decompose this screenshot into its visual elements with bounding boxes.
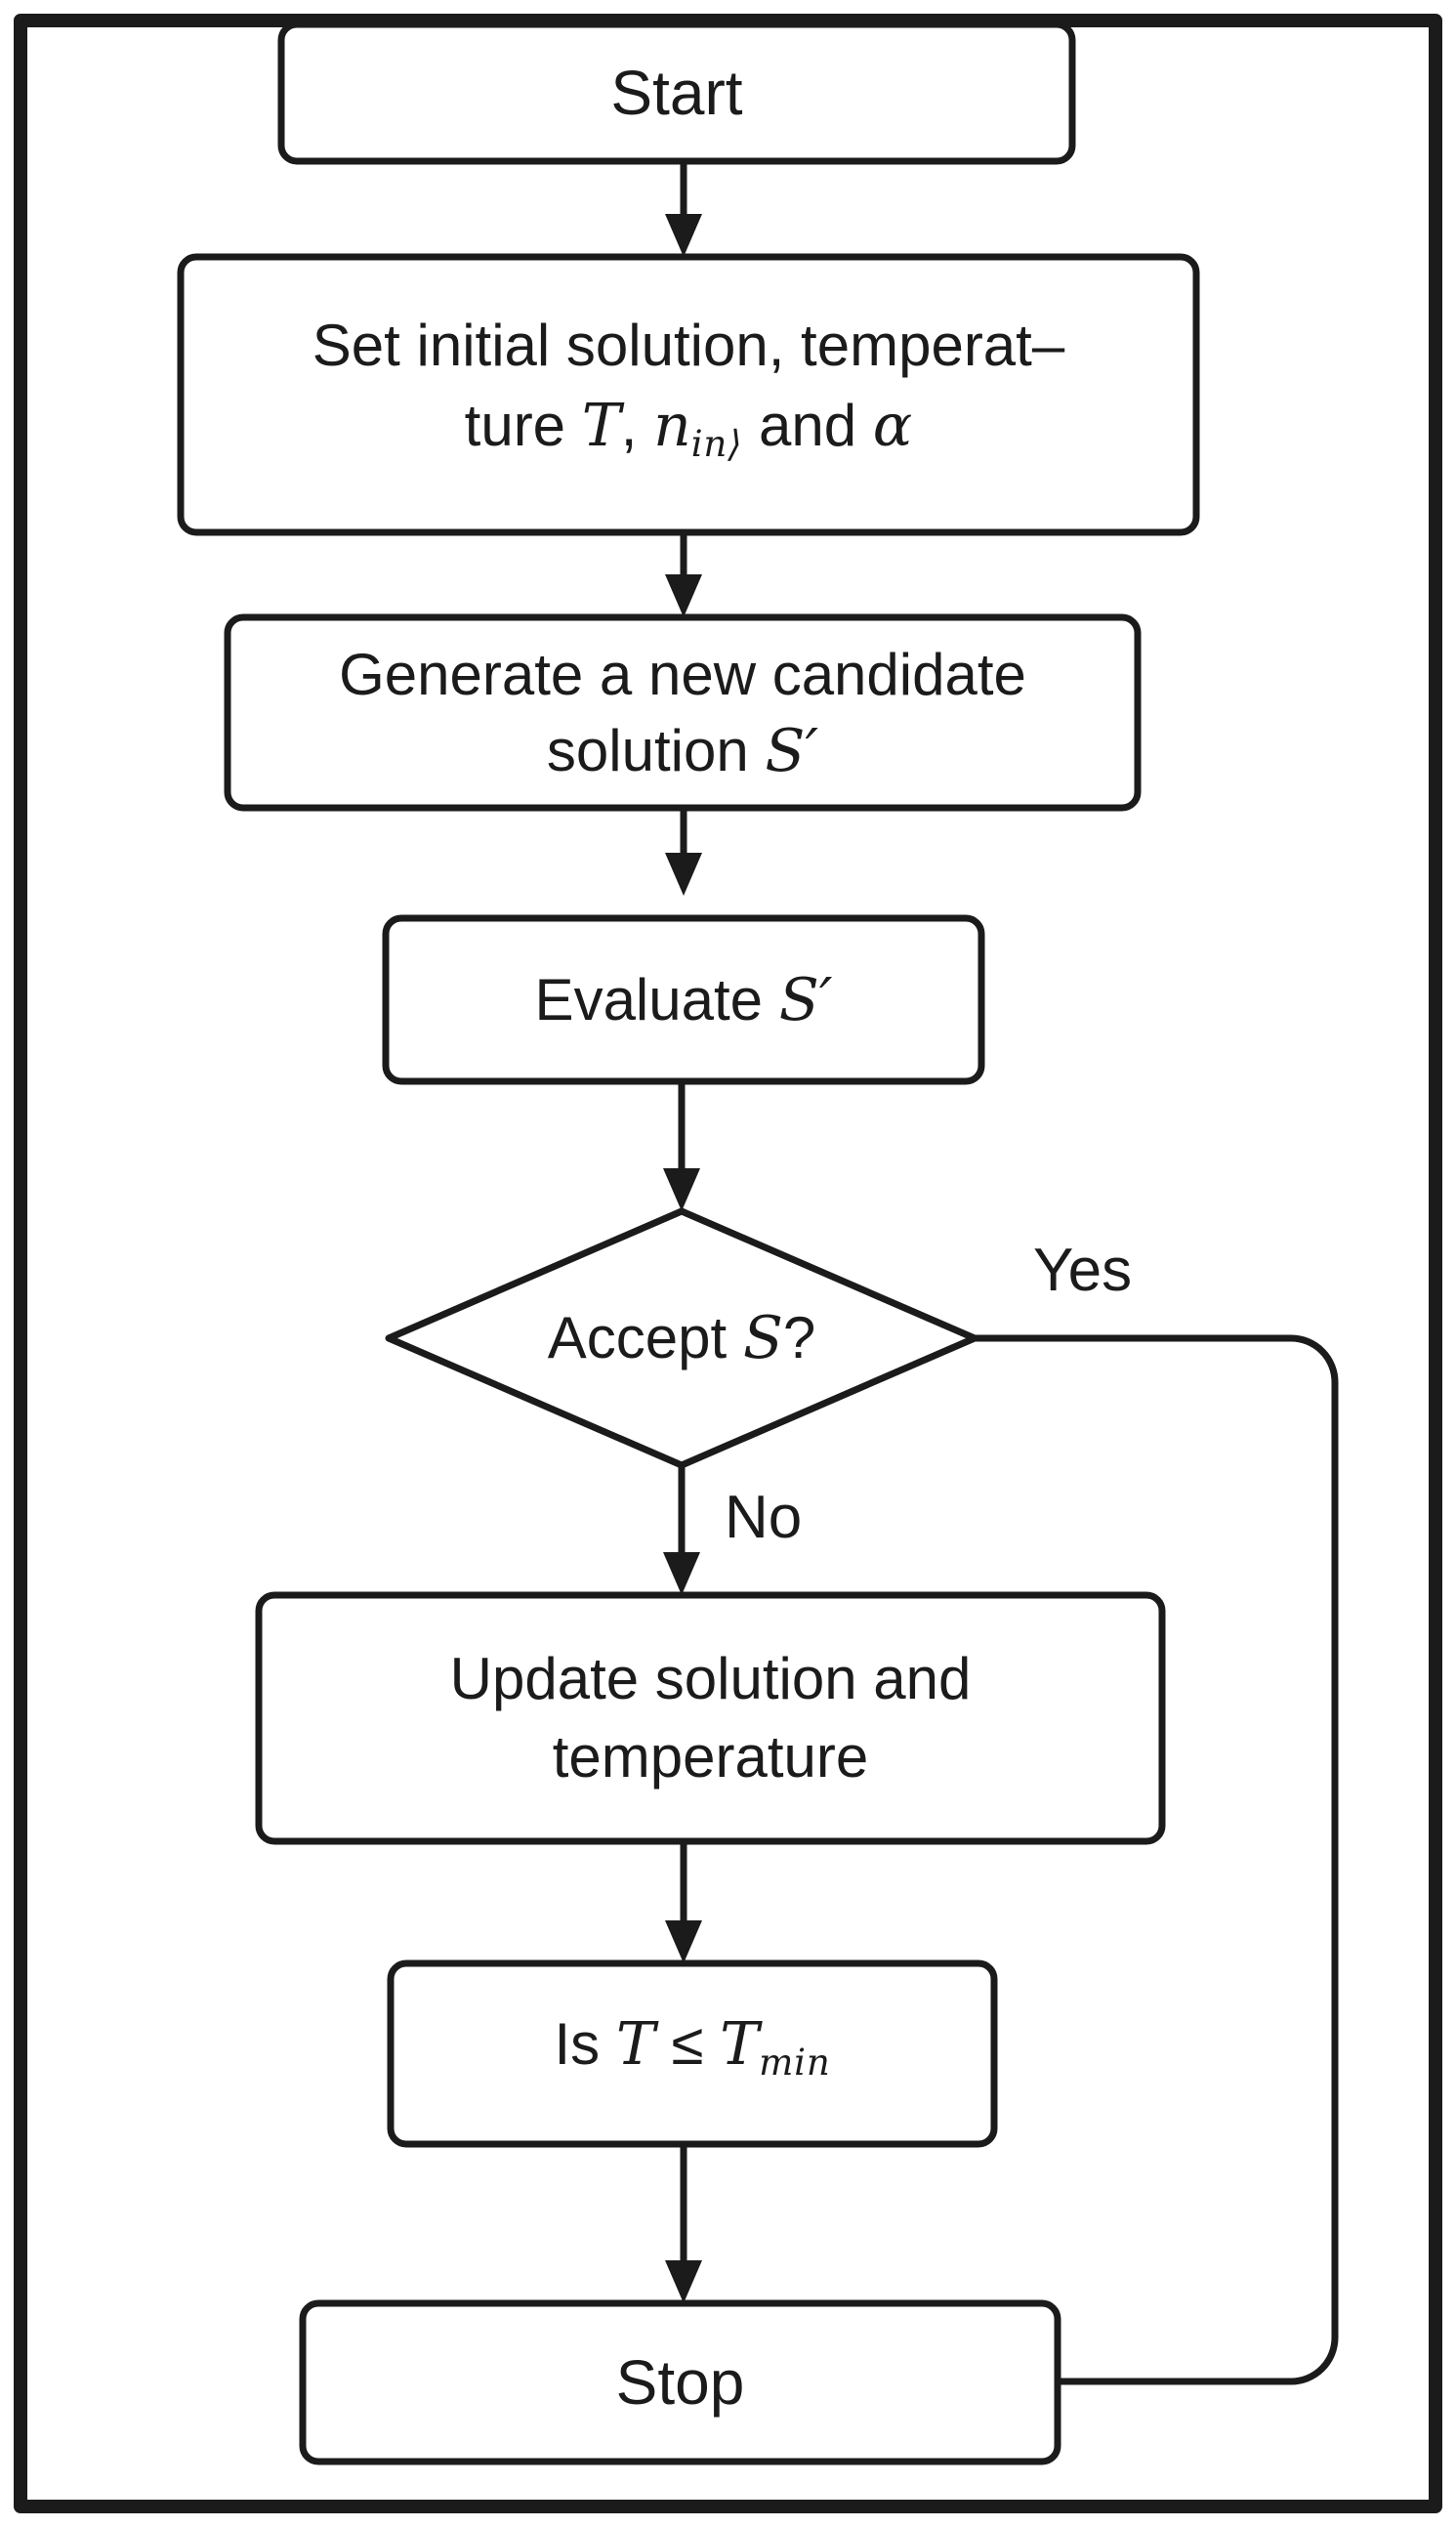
arrowhead-update-to-tmin xyxy=(665,1920,702,1963)
accept-text1: Accept xyxy=(547,1305,743,1370)
stop-label-text: Stop xyxy=(615,2347,745,2418)
edge-yes-connector xyxy=(975,1334,1339,2385)
figure-border-frame xyxy=(14,14,1442,2513)
node-start-box xyxy=(277,21,1076,165)
evaluate-text: Evaluate xyxy=(534,966,779,1032)
tmin-line: Is T ≤ Tmin xyxy=(554,2004,830,2102)
node-tmin-box xyxy=(387,1959,998,2148)
set-initial-line2-text1: ture xyxy=(464,392,582,458)
start-label: Start xyxy=(281,24,1072,161)
evaluate-line: Evaluate S′ xyxy=(535,960,833,1040)
var-T: T xyxy=(615,2010,655,2080)
arrowhead-tmin-to-stop xyxy=(665,2260,702,2303)
generate-line2-text: solution xyxy=(546,717,766,783)
start-label-text: Start xyxy=(610,58,743,128)
update-label: Update solution and temperature xyxy=(259,1595,1162,1841)
accept-label: Accept S? xyxy=(389,1211,975,1465)
update-line2: temperature xyxy=(552,1724,869,1790)
arrowhead-evaluate-to-accept xyxy=(663,1168,700,1211)
node-set-initial-box xyxy=(177,253,1200,536)
arrowhead-generate-to-evaluate xyxy=(665,853,702,896)
arrowhead-no-to-update xyxy=(663,1552,700,1595)
accept-question-mark: ? xyxy=(782,1305,816,1370)
set-initial-line2-text3: and xyxy=(742,392,873,458)
tmin-leq-symbol: ≤ xyxy=(654,2011,721,2078)
edge-label-no: No xyxy=(725,1484,803,1551)
tmin-label: Is T ≤ Tmin xyxy=(391,1963,994,2144)
var-S: S xyxy=(765,716,806,785)
set-initial-line2-text2: , xyxy=(620,392,654,458)
node-update-box xyxy=(255,1591,1166,1845)
var-S-prime-mark: ′ xyxy=(805,716,819,785)
set-initial-label: Set initial solution, temperat– ture T, … xyxy=(181,257,1196,532)
var-n: n xyxy=(653,391,691,460)
var-n-subscript: in⟩ xyxy=(690,422,743,466)
var-T-min-subscript: min xyxy=(759,2041,831,2085)
generate-line2: solution S′ xyxy=(547,713,818,789)
var-S: S xyxy=(778,965,819,1034)
var-T-icon: T xyxy=(581,391,621,460)
var-S: S xyxy=(742,1304,783,1372)
generate-label: Generate a new candidate solution S′ xyxy=(228,617,1138,808)
set-initial-line1: Set initial solution, temperat– xyxy=(312,312,1065,378)
generate-line1: Generate a new candidate xyxy=(339,641,1026,707)
update-line1: Update solution and xyxy=(449,1646,972,1711)
accept-line: Accept S? xyxy=(548,1298,816,1378)
var-S-prime-mark: ′ xyxy=(818,965,833,1034)
arrowhead-start-to-init xyxy=(665,214,702,257)
edge-label-yes: Yes xyxy=(1033,1237,1133,1304)
node-stop-box xyxy=(299,2299,1061,2465)
set-initial-line2: ture T, nin⟩ and α xyxy=(465,386,913,484)
stop-label: Stop xyxy=(303,2303,1058,2462)
evaluate-label: Evaluate S′ xyxy=(386,918,981,1081)
var-alpha: α xyxy=(872,391,913,460)
arrowhead-init-to-generate xyxy=(665,574,702,617)
var-T-min: T xyxy=(720,2010,760,2080)
tmin-text1: Is xyxy=(554,2011,616,2078)
